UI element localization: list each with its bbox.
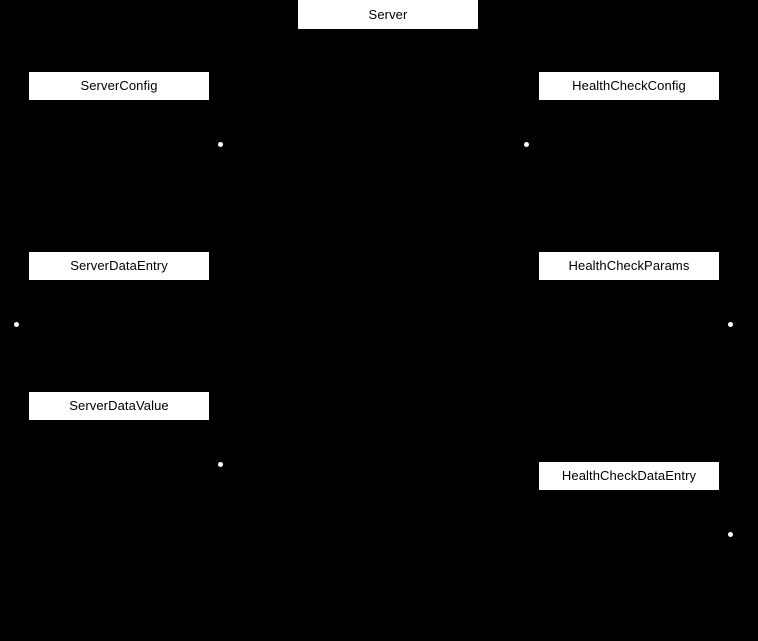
node-label-server: Server <box>368 6 408 22</box>
edge-marker-dot <box>14 322 19 327</box>
node-server-data-value[interactable]: ServerDataValue <box>29 392 209 420</box>
node-label-health-check-params: HealthCheckParams <box>568 258 690 273</box>
node-server[interactable]: Server <box>298 0 478 29</box>
edge-marker-dot <box>728 532 733 537</box>
node-label-health-check-data-entry: HealthCheckDataEntry <box>561 468 697 483</box>
node-health-check-config[interactable]: HealthCheckConfig <box>539 72 719 100</box>
node-label-server-config: ServerConfig <box>80 78 158 93</box>
edge-marker-dot <box>728 322 733 327</box>
node-server-config[interactable]: ServerConfig <box>29 72 209 100</box>
edge-marker-dot <box>218 142 223 147</box>
edge-marker-dot <box>524 142 529 147</box>
node-label-server-data-entry: ServerDataEntry <box>70 258 168 273</box>
node-health-check-params[interactable]: HealthCheckParams <box>539 252 719 280</box>
edge-marker-dot <box>218 462 223 467</box>
node-server-data-entry[interactable]: ServerDataEntry <box>29 252 209 280</box>
node-label-server-data-value: ServerDataValue <box>69 398 169 413</box>
node-health-check-data-entry[interactable]: HealthCheckDataEntry <box>539 462 719 490</box>
node-label-health-check-config: HealthCheckConfig <box>572 78 686 93</box>
